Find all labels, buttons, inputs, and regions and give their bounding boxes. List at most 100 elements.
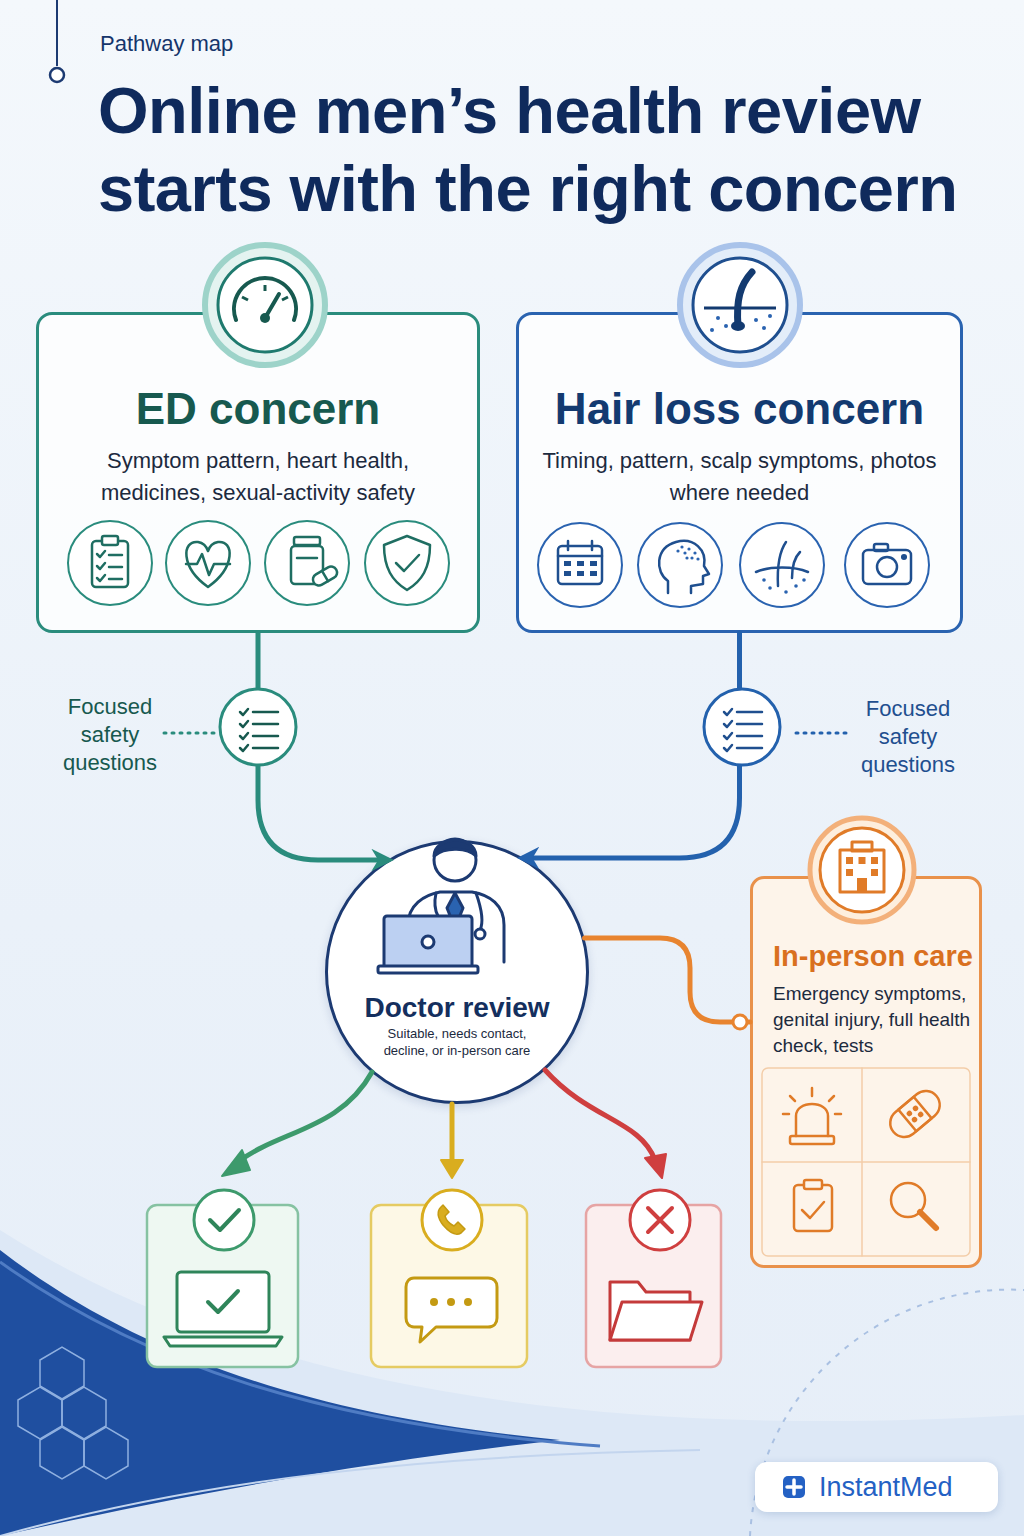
outcome-contact	[464, 1298, 472, 1306]
hair-icon-row	[567, 541, 570, 550]
outcome-suitable	[177, 1272, 269, 1332]
concern-box: ED concernSymptom pattern, heart health,…	[36, 312, 480, 633]
connector	[585, 938, 750, 1022]
box-heading: In-person care	[773, 937, 979, 975]
care-icon-grid	[790, 1096, 795, 1101]
checklist-bubble	[240, 721, 248, 727]
kicker-rail	[50, 0, 64, 82]
outcome-arrow	[441, 1160, 463, 1178]
ed-icon-row	[365, 521, 449, 605]
care-icon-grid	[885, 1085, 946, 1142]
hospital-badge	[840, 850, 884, 892]
care-icon-grid	[794, 1185, 832, 1231]
outcome-contact	[422, 1190, 482, 1250]
gauge-badge	[218, 258, 312, 352]
care-icon-grid	[919, 1112, 923, 1116]
hair-icon-row	[638, 523, 722, 607]
follicle-badge	[680, 245, 800, 365]
doctor-figure	[435, 893, 452, 924]
checklist-bubble	[240, 745, 248, 751]
checklist-bubble	[253, 711, 278, 714]
outcome-suitable	[194, 1190, 254, 1250]
ed-icon-row	[265, 521, 349, 605]
hair-icon-row	[762, 578, 806, 594]
hair-icon-row	[676, 549, 679, 552]
outcome-arrow	[545, 1070, 655, 1160]
hair-icon-row	[680, 545, 683, 548]
hair-icon-row	[874, 544, 888, 551]
checklist-bubble	[737, 735, 762, 738]
follicle-badge	[680, 245, 800, 365]
gauge-badge	[205, 245, 325, 365]
checklist-bubble	[240, 709, 278, 751]
hair-icon-row	[685, 556, 688, 559]
hexagon-pattern	[40, 1347, 84, 1399]
outcome-suitable	[208, 1291, 238, 1312]
hair-icon-row	[564, 571, 571, 576]
corner-wave	[0, 1230, 1024, 1536]
checklist-bubble	[253, 723, 278, 726]
gauge-badge	[260, 313, 270, 323]
follicle-badge	[762, 326, 766, 330]
hospital-badge	[871, 857, 878, 864]
hospital-badge	[852, 842, 872, 851]
checklist-bubble	[704, 689, 780, 765]
care-icon-grid	[885, 1085, 946, 1142]
box-body: Suitable, needs contact, decline, or in-…	[365, 1025, 550, 1059]
hair-icon-row	[863, 550, 911, 584]
ed-icon-row	[297, 557, 317, 560]
ed-icon-row	[97, 575, 105, 581]
hexagon-pattern	[18, 1347, 128, 1479]
hair-icon-row	[558, 546, 602, 584]
hospital-badge	[846, 857, 878, 892]
box-heading: ED concern	[39, 383, 477, 435]
gauge-badge	[264, 285, 267, 291]
hospital-badge	[857, 878, 867, 892]
outcome-contact	[430, 1298, 438, 1306]
care-icon-grid	[790, 1136, 834, 1144]
ed-icon-row	[68, 521, 449, 605]
care-icon-grid	[829, 1096, 834, 1101]
connector	[524, 633, 740, 858]
hair-icon-row	[762, 578, 766, 582]
doctor-figure	[378, 839, 504, 973]
care-icon-grid	[898, 1097, 931, 1131]
hair-icon-row	[683, 551, 686, 554]
care-icon-grid	[835, 1113, 841, 1116]
dashed-arc	[750, 1290, 1024, 1536]
brand-mark	[787, 1480, 801, 1494]
hexagon-pattern	[40, 1427, 84, 1479]
box-body: Timing, pattern, scalp symptoms, photos …	[540, 445, 940, 509]
checklist-bubble	[240, 733, 248, 739]
hospital-badge	[846, 857, 853, 864]
hair-icon-row	[845, 523, 929, 607]
connector-dot	[733, 1015, 747, 1029]
brand-mark	[783, 1476, 805, 1498]
corner-wave	[0, 1250, 560, 1536]
hair-icon-row	[902, 555, 906, 559]
care-icon-grid	[762, 1068, 970, 1256]
care-icon-grid	[796, 1104, 828, 1136]
ed-icon-row	[291, 546, 323, 584]
doctor-figure	[378, 966, 478, 973]
gauge-badge	[205, 245, 325, 365]
ed-icon-row	[186, 554, 230, 575]
follicle-badge	[738, 272, 752, 326]
care-icon-grid	[891, 1183, 925, 1217]
follicle-badge	[704, 307, 776, 310]
hexagon-pattern	[18, 1387, 62, 1439]
ed-icon-row	[294, 537, 320, 545]
care-icon-grid	[907, 1111, 911, 1115]
hospital-badge	[820, 828, 904, 912]
doctor-figure	[475, 929, 485, 939]
ed-icon-row	[68, 521, 152, 605]
hair-icon-row	[659, 541, 709, 593]
hair-icon-row	[564, 561, 597, 576]
doctor-figure	[384, 916, 472, 968]
checklist-bubble	[737, 723, 762, 726]
hair-icon-row	[756, 568, 808, 573]
gauge-badge	[265, 294, 279, 318]
doctor-figure	[476, 893, 482, 930]
kicker-rail	[56, 0, 58, 66]
checklist-bubble	[737, 711, 762, 714]
